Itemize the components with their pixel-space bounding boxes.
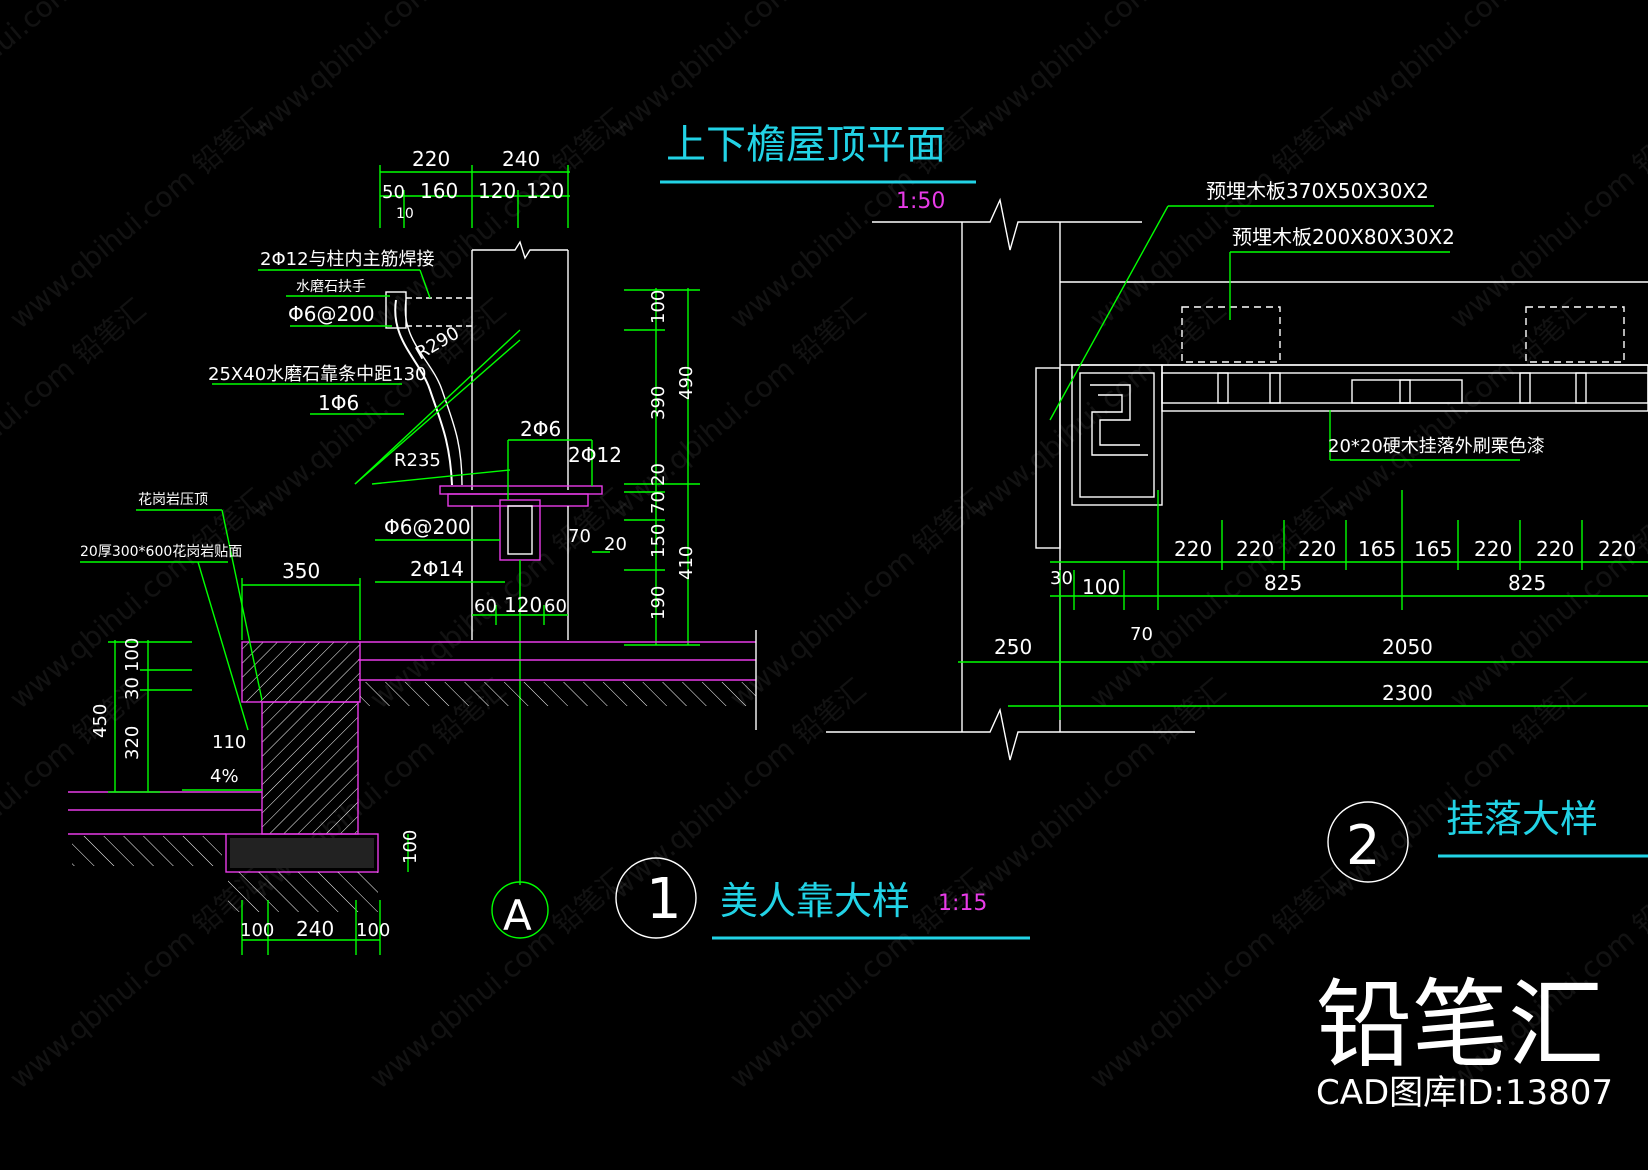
note-bars: 25X40水磨石靠条中距130 — [208, 364, 427, 385]
dim-top-120b: 120 — [526, 179, 564, 203]
note-2phi12: 2Φ12 — [568, 443, 622, 467]
dim-top-240: 240 — [502, 147, 540, 171]
detail1-number: 1 — [646, 867, 682, 932]
dim-right-190: 190 — [648, 586, 669, 620]
detail1-labels: 220 240 50 160 120 120 10 2Φ12与柱内主筋焊接 水磨… — [80, 147, 697, 941]
dim-top-160: 160 — [420, 179, 458, 203]
dim-20-beam: 20 — [604, 534, 627, 555]
note-slope: 4% — [210, 766, 239, 787]
watermark-text: www.qbihui.com 铅笔汇 — [1443, 102, 1648, 335]
watermark-text: www.qbihui.com 铅笔汇 — [363, 862, 632, 1095]
dim-seat-110: 110 — [212, 732, 246, 753]
note-weld: 2Φ12与柱内主筋焊接 — [260, 249, 435, 270]
watermark-text: www.qbihui.com 铅笔汇 — [3, 102, 272, 335]
watermark-text: www.qbihui.com 铅笔汇 — [243, 0, 512, 145]
dim-row1-1: 220 — [1236, 537, 1274, 561]
note-handrail: 水磨石扶手 — [296, 279, 366, 295]
brand-logo: 铅笔汇 — [1316, 969, 1604, 1081]
dim-2300: 2300 — [1382, 681, 1433, 705]
detail1-scale: 1:15 — [938, 891, 987, 916]
dim-seat-450: 450 — [90, 704, 111, 738]
detail1-title-block: 1 美人靠大样 1:15 — [615, 857, 1030, 940]
dim-right-150: 150 — [648, 524, 669, 558]
note-granite-face: 20厚300*600花岗岩贴面 — [80, 544, 242, 560]
watermark-text: www.qbihui.com 铅笔汇 — [1443, 482, 1648, 715]
roof-plan-scale: 1:50 — [896, 189, 945, 214]
note-2phi6: 2Φ6 — [520, 417, 561, 441]
brand-id: CAD图库ID:13807 — [1316, 1073, 1613, 1113]
dim-bottom-100a: 100 — [240, 920, 274, 941]
dim-seat-30: 30 — [122, 677, 143, 700]
detail1-title: 美人靠大样 — [720, 879, 910, 923]
note-r235: R235 — [394, 450, 441, 471]
dim-beam-60b: 60 — [544, 596, 567, 617]
dim-row2-0: 825 — [1264, 571, 1302, 595]
branding: 铅笔汇 CAD图库ID:13807 — [1316, 969, 1613, 1113]
dim-top-10: 10 — [396, 206, 414, 222]
dim-footing-100: 100 — [400, 830, 421, 864]
watermark-text: www.qbihui.com 铅笔汇 — [963, 0, 1232, 145]
dim-top-120a: 120 — [478, 179, 516, 203]
section-tag-a: A — [503, 891, 532, 940]
detail2-labels: 预埋木板370X50X30X2 预埋木板200X80X30X2 20*20硬木挂… — [994, 179, 1636, 705]
watermark-text: www.qbihui.com 铅笔汇 — [1083, 862, 1352, 1095]
dim-seat-100: 100 — [122, 638, 143, 672]
dim-right-20: 20 — [648, 463, 669, 486]
detail2-number: 2 — [1346, 814, 1380, 877]
detail1-seat-section — [68, 509, 757, 955]
watermark-text: www.qbihui.com 铅笔汇 — [0, 0, 152, 145]
note-board1: 预埋木板370X50X30X2 — [1206, 179, 1429, 203]
dim-row1-3: 165 — [1358, 537, 1396, 561]
dim-row1-2: 220 — [1298, 537, 1336, 561]
dim-right-390: 390 — [648, 386, 669, 420]
dim-row1-4: 165 — [1414, 537, 1452, 561]
note-1phi6: 1Φ6 — [318, 391, 359, 415]
dim-100: 100 — [1082, 575, 1120, 599]
dim-right-100: 100 — [648, 290, 669, 324]
dim-beam-60a: 60 — [474, 596, 497, 617]
note-fret: 20*20硬木挂落外刷栗色漆 — [1328, 436, 1545, 457]
detail2-title: 挂落大样 — [1446, 797, 1598, 841]
roof-plan-title-block: 上下檐屋顶平面 1:50 — [660, 122, 976, 214]
watermark-text: www.qbihui.com 铅笔汇 — [1083, 102, 1352, 335]
dim-beam-120: 120 — [504, 593, 542, 617]
roof-plan-title: 上下檐屋顶平面 — [666, 122, 946, 168]
dim-seat-320: 320 — [122, 726, 143, 760]
detail1-column-section — [212, 165, 700, 939]
detail2-elevation — [826, 197, 1648, 761]
note-granite-cap: 花岗岩压顶 — [138, 492, 208, 508]
dim-seat-350: 350 — [282, 559, 320, 583]
dim-2050: 2050 — [1382, 635, 1433, 659]
note-board2: 预埋木板200X80X30X2 — [1232, 225, 1455, 249]
note-stirrup-mid: Φ6@200 — [384, 515, 471, 539]
dim-30: 30 — [1050, 568, 1073, 589]
dim-70-beam: 70 — [568, 526, 591, 547]
dim-250: 250 — [994, 635, 1032, 659]
dim-top-220: 220 — [412, 147, 450, 171]
watermark-text: www.qbihui.com 铅笔汇 — [723, 482, 992, 715]
dim-bottom-100b: 100 — [356, 920, 390, 941]
dim-right-410: 410 — [676, 546, 697, 580]
dim-70: 70 — [1130, 624, 1153, 645]
dim-row1-0: 220 — [1174, 537, 1212, 561]
dim-top-50: 50 — [382, 182, 405, 203]
dim-row1-5: 220 — [1474, 537, 1512, 561]
dim-row2-1: 825 — [1508, 571, 1546, 595]
note-stirrup-top: Φ6@200 — [288, 302, 375, 326]
detail2-title-block: 2 挂落大样 — [1327, 797, 1648, 883]
dim-row1-7: 220 — [1598, 537, 1636, 561]
dim-row1-6: 220 — [1536, 537, 1574, 561]
dim-right-70: 70 — [648, 491, 669, 514]
note-2phi14: 2Φ14 — [410, 557, 464, 581]
dim-right-490: 490 — [676, 366, 697, 400]
watermark-text: www.qbihui.com 铅笔汇 — [1323, 0, 1592, 145]
dim-bottom-240: 240 — [296, 917, 334, 941]
